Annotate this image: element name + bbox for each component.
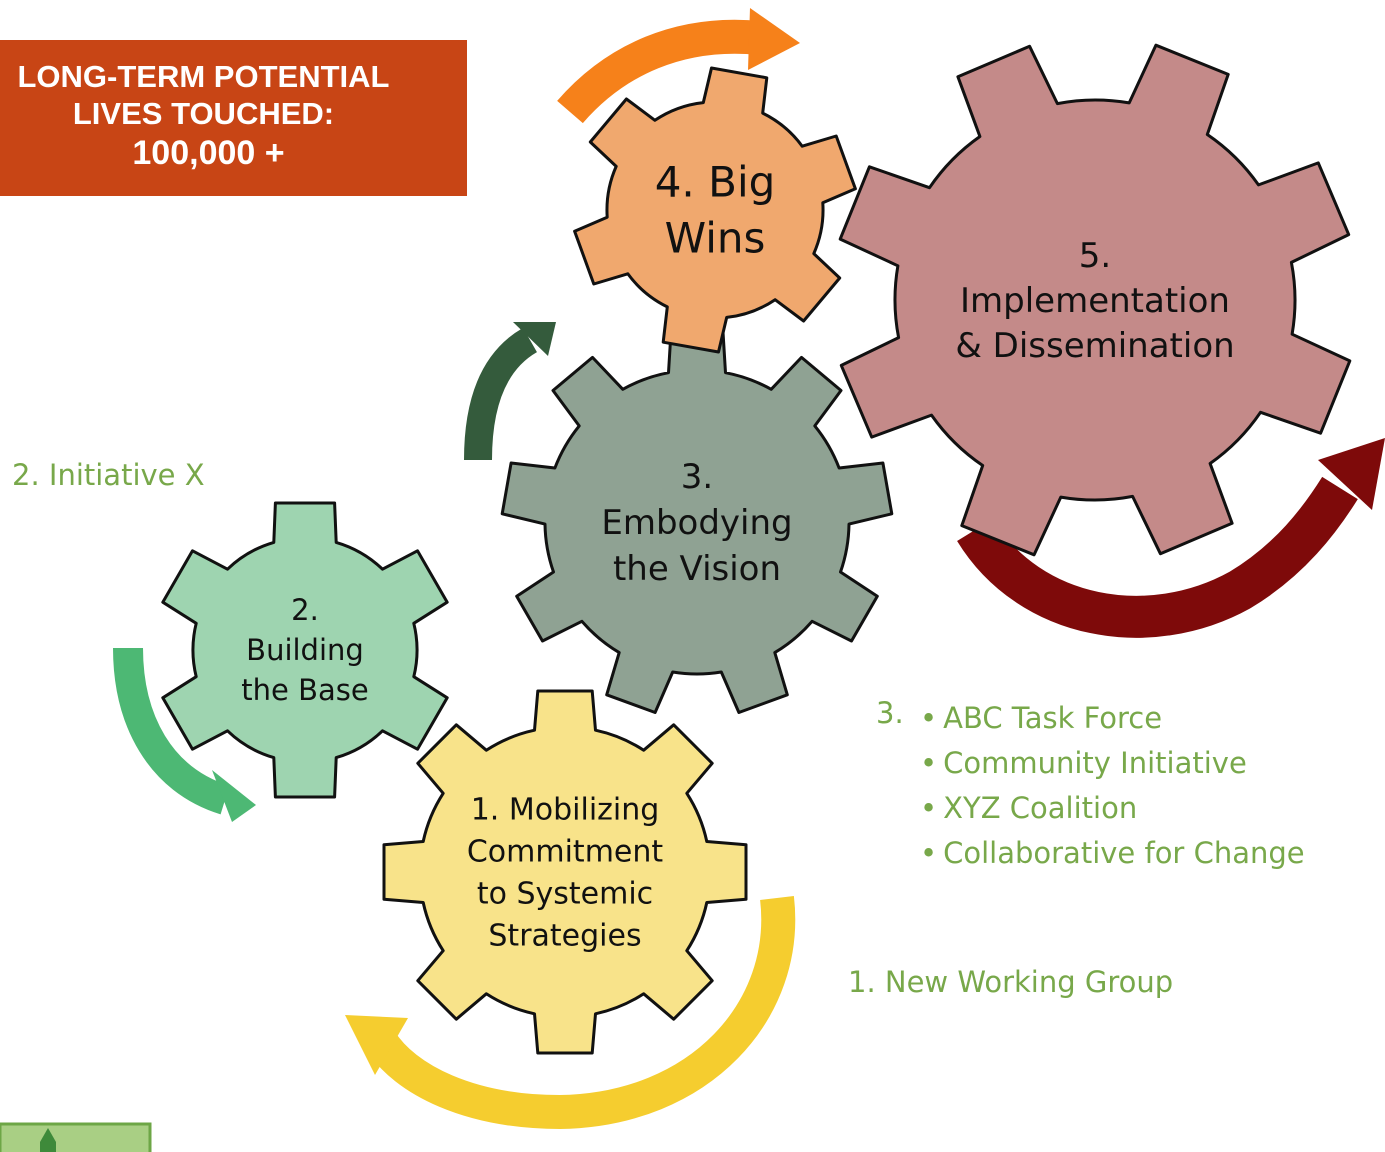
arrow-head <box>212 770 256 822</box>
gear-label-line: 3. <box>681 457 713 497</box>
gear-label-line: the Base <box>241 673 368 707</box>
list-item: ABC Task Force <box>920 696 1305 741</box>
gear-building: 2. Building the Base <box>161 501 449 799</box>
gear-label-line: Building <box>246 633 364 667</box>
arrow-yellow <box>345 896 796 1130</box>
gear-label-line: Wins <box>665 214 766 263</box>
gear-label-line: 5. <box>1079 236 1111 276</box>
working-group-label: 1. New Working Group <box>848 965 1174 999</box>
list-item: Collaborative for Change <box>920 831 1305 876</box>
arrow-orange <box>557 8 800 124</box>
arrow-dark-green <box>464 322 556 461</box>
gear-label-line: Commitment <box>467 835 664 870</box>
gear-shape <box>573 66 857 354</box>
arrow-shaft <box>957 476 1358 638</box>
arrow-head <box>748 8 800 70</box>
gear-label-line: to Systemic <box>477 877 653 912</box>
coalition-list: 3. ABC Task Force Community Initiative X… <box>876 696 1305 876</box>
arrows-layer <box>113 8 1385 1130</box>
lives-touched-banner: LONG-TERM POTENTIAL LIVES TOUCHED: 100,0… <box>0 40 467 196</box>
list-item: XYZ Coalition <box>920 786 1305 831</box>
banner-line-2: LIVES TOUCHED: <box>72 96 335 131</box>
logo-icon <box>0 1122 152 1152</box>
gear-implementation: 5. Implementation & Dissemination <box>838 43 1352 557</box>
gear-shape <box>382 689 748 1055</box>
initiative-label: 2. Initiative X <box>12 458 205 492</box>
arrow-shaft <box>365 896 796 1130</box>
gear-label-line: & Dissemination <box>955 326 1234 366</box>
banner-line-1: LONG-TERM POTENTIAL <box>17 59 390 94</box>
arrow-shaft <box>464 327 538 461</box>
arrow-head <box>513 322 556 356</box>
gear-label-line: 1. Mobilizing <box>471 793 660 828</box>
arrow-shaft <box>113 647 230 815</box>
arrow-shaft <box>557 19 762 124</box>
list-item: Community Initiative <box>920 741 1305 786</box>
arrow-head <box>345 1015 408 1075</box>
arrow-head <box>1318 438 1385 510</box>
gear-shape <box>838 43 1352 557</box>
arrow-dark-red <box>957 438 1385 638</box>
gear-label-line: 2. <box>291 593 319 627</box>
gear-label-line: the Vision <box>613 549 781 589</box>
arrow-green <box>113 647 256 822</box>
gear-embodying: 3. Embodying the Vision <box>500 327 894 714</box>
gear-label-line: Implementation <box>960 281 1230 321</box>
gear-label-line: 4. Big <box>655 158 776 207</box>
gear-shape <box>500 327 894 714</box>
banner-count: 100,000 + <box>132 134 285 172</box>
gear-label-line: Embodying <box>601 503 792 543</box>
gear-shape <box>161 501 449 799</box>
gear-label-line: Strategies <box>488 919 641 954</box>
coalition-list-number: 3. <box>876 696 904 730</box>
